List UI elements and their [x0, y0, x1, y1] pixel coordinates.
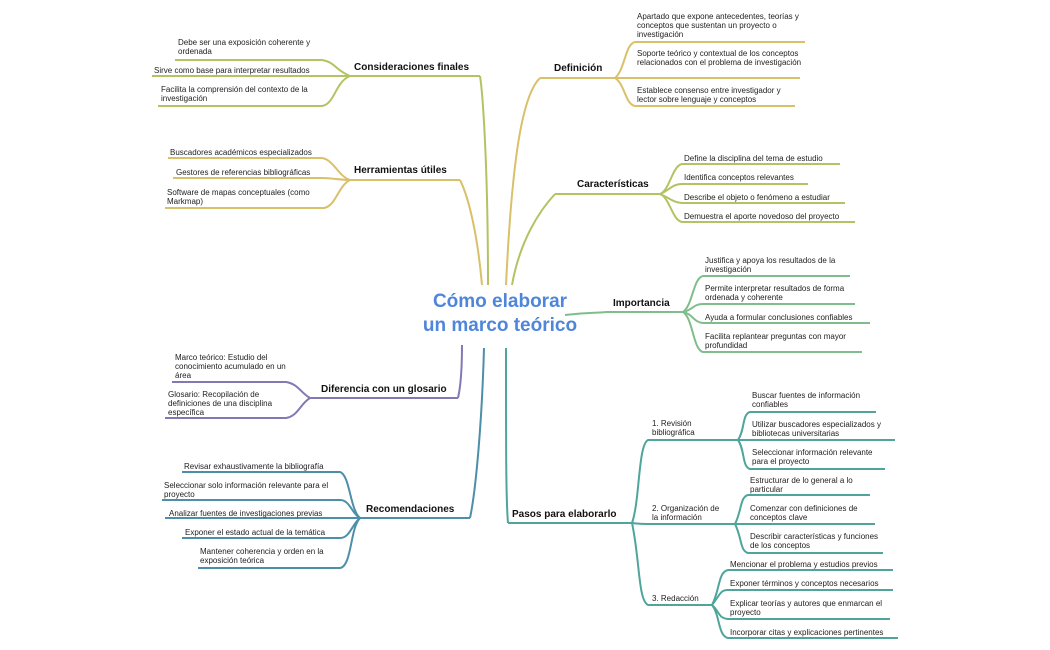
leaf-caracteristicas-4: Demuestra el aporte novedoso del proyect…	[684, 212, 840, 221]
sub-revision-bibliografica[interactable]: 1. Revisión bibliográfica	[652, 419, 695, 437]
leaf-importancia-3: Ayuda a formular conclusiones confiables	[705, 313, 853, 322]
leaf-redaccion-1: Mencionar el problema y estudios previos	[730, 560, 878, 569]
leaf-herramientas-1: Buscadores académicos especializados	[170, 148, 312, 157]
leaf-organizacion-3: Describir características y funciones de…	[750, 532, 879, 550]
leaf-redaccion-3: Explicar teorías y autores que enmarcan …	[730, 599, 883, 617]
leaf-diferencia-2: Glosario: Recopilación de definiciones d…	[168, 390, 273, 417]
connector-definicion	[505, 77, 541, 286]
title-line-1: Cómo elaborar	[432, 291, 568, 312]
branch-caracteristicas[interactable]: Características	[577, 179, 649, 190]
branch-pasos-para-elaborarlo[interactable]: Pasos para elaborarlo	[512, 509, 617, 520]
sub-organizacion-informacion[interactable]: 2. Organización de la información	[652, 504, 720, 522]
leaf-definicion-3: Establece consenso entre investigador y …	[637, 86, 781, 104]
connector-consideraciones	[479, 75, 489, 286]
leaf-organizacion-1: Estructurar de lo general a lo particula…	[750, 476, 853, 494]
branch-herramientas-utiles[interactable]: Herramientas útiles	[354, 165, 447, 176]
leaf-organizacion-2: Comenzar con definiciones de conceptos c…	[750, 504, 858, 522]
leaf-recomendaciones-2: Seleccionar solo información relevante p…	[164, 481, 329, 499]
branch-recomendaciones[interactable]: Recomendaciones	[366, 504, 455, 515]
leaf-definicion-2: Soporte teórico y contextual de los conc…	[637, 49, 802, 67]
connector-caracteristicas	[511, 193, 556, 286]
leaf-recomendaciones-3: Analizar fuentes de investigaciones prev…	[169, 509, 323, 518]
connector-herramientas	[459, 179, 483, 286]
leaf-caracteristicas-3: Describe el objeto o fenómeno a estudiar	[684, 193, 830, 202]
leaf-herramientas-2: Gestores de referencias bibliográficas	[176, 168, 311, 177]
branch-consideraciones-finales[interactable]: Consideraciones finales	[354, 62, 470, 73]
sub-redaccion[interactable]: 3. Redacción	[652, 594, 699, 603]
leaf-redaccion-2: Exponer términos y conceptos necesarios	[730, 579, 879, 588]
branch-definicion[interactable]: Definición	[554, 63, 603, 74]
branch-diferencia-glosario[interactable]: Diferencia con un glosario	[321, 384, 447, 395]
connector-pasos	[505, 347, 509, 524]
leaf-recomendaciones-5: Mantener coherencia y orden en la exposi…	[200, 547, 324, 565]
leaf-caracteristicas-2: Identifica conceptos relevantes	[684, 173, 794, 182]
leaf-diferencia-1: Marco teórico: Estudio del conocimiento …	[175, 353, 286, 380]
leaf-revision-1: Buscar fuentes de información confiables	[752, 391, 861, 409]
connector-importancia	[564, 311, 607, 316]
leaf-definicion-1: Apartado que expone antecedentes, teoría…	[637, 12, 799, 39]
branch-importancia[interactable]: Importancia	[613, 298, 670, 309]
leaf-importancia-2: Permite interpretar resultados de forma …	[705, 284, 845, 302]
title-line-2: un marco teórico	[422, 315, 578, 336]
leaf-consideraciones-3: Facilita la comprensión del contexto de …	[161, 85, 308, 103]
leaf-caracteristicas-1: Define la disciplina del tema de estudio	[684, 154, 823, 163]
leaf-recomendaciones-4: Exponer el estado actual de la temática	[185, 528, 326, 537]
leaf-redaccion-4: Incorporar citas y explicaciones pertine…	[730, 628, 884, 637]
leaf-recomendaciones-1: Revisar exhaustivamente la bibliografía	[184, 462, 324, 471]
leaf-importancia-1: Justifica y apoya los resultados de la i…	[705, 256, 836, 274]
leaf-consideraciones-1: Debe ser una exposición coherente y orde…	[178, 38, 311, 56]
connector-recomendaciones	[469, 347, 485, 519]
leaf-consideraciones-2: Sirve como base para interpretar resulta…	[154, 66, 310, 75]
leaf-importancia-4: Facilita replantear preguntas con mayor …	[705, 332, 846, 350]
leaf-herramientas-3: Software de mapas conceptuales (como Mar…	[167, 188, 310, 206]
leaf-revision-3: Seleccionar información relevante para e…	[752, 448, 873, 466]
leaf-revision-2: Utilizar buscadores especializados y bib…	[752, 420, 881, 438]
mindmap-title: Cómo elaborar un marco teórico	[405, 290, 595, 338]
connector-diferencia	[457, 344, 463, 399]
